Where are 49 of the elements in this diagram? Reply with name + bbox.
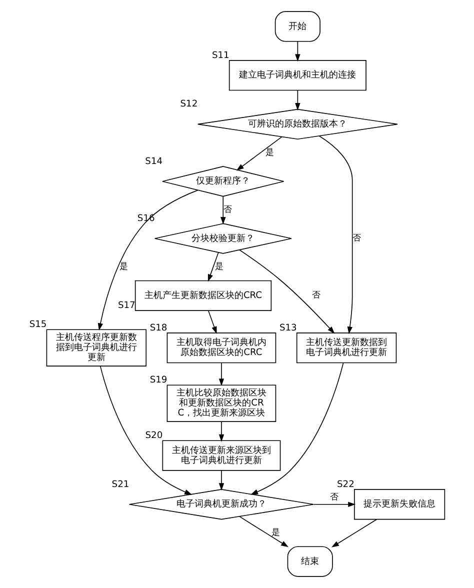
arrow (208, 310, 217, 334)
arrow (236, 136, 282, 171)
node-box: 主机比较原始数据区块和更新数据区块的CRC，找出更新来源区块 (166, 384, 276, 422)
node-label: S21 (112, 480, 130, 490)
edge-label: 否 (330, 491, 338, 502)
edge-label: 否 (312, 290, 320, 300)
node-label: S17 (118, 300, 136, 311)
arrow (208, 252, 219, 282)
node-label: S18 (150, 323, 168, 334)
node-box: 结束 (287, 546, 333, 577)
arrow (100, 366, 192, 495)
edge-label: 否 (223, 204, 232, 214)
node-label: S20 (145, 430, 163, 441)
arrow (318, 136, 353, 334)
arrow (331, 518, 378, 548)
arrow (239, 249, 335, 334)
edge-label: 是 (214, 261, 223, 272)
arrow (218, 470, 224, 491)
node-label: S15 (29, 320, 47, 330)
node-diamond: 仅更新程序？ (162, 166, 284, 197)
arrow (295, 41, 300, 62)
node-box: 主机取得电子词典机内原始数据区块的CRC (166, 332, 276, 364)
node-label: S13 (279, 323, 297, 334)
edge-label: 是 (266, 146, 274, 157)
arrow (250, 362, 344, 495)
node-box: 主机传送更新来源区块到电子词典机进行更新 (162, 440, 281, 471)
node-box: 提示更新失败信息 (354, 489, 446, 520)
arrow (218, 362, 224, 386)
arrow (295, 90, 300, 110)
arrow (98, 190, 198, 331)
arrow (220, 196, 226, 224)
arrow (218, 421, 224, 442)
edge-label: 否 (352, 232, 360, 243)
node-box: 主机产生更新数据区块的CRC (134, 280, 272, 311)
node-label: S19 (150, 375, 168, 386)
node-label: S12 (180, 100, 198, 110)
edge-label: 是 (120, 261, 128, 272)
node-box: 开始 (274, 11, 320, 42)
node-diamond: 分块校验更新？ (154, 223, 292, 254)
node-diamond: 可辨识的原始数据版本？ (197, 108, 398, 140)
node-box: 主机传送更新数据到电子词典机进行更新 (296, 332, 397, 364)
node-box: 主机传送程序更新数据到电子词典机进行更新 (46, 329, 147, 366)
node-label: S22 (337, 480, 354, 490)
edge-label: 是 (271, 527, 280, 538)
node-box: 建立电子词典机和主机的连接 (228, 60, 366, 91)
arrow (238, 516, 289, 548)
node-label: S14 (145, 156, 163, 167)
node-label: S11 (212, 50, 230, 61)
arrow (313, 502, 356, 507)
